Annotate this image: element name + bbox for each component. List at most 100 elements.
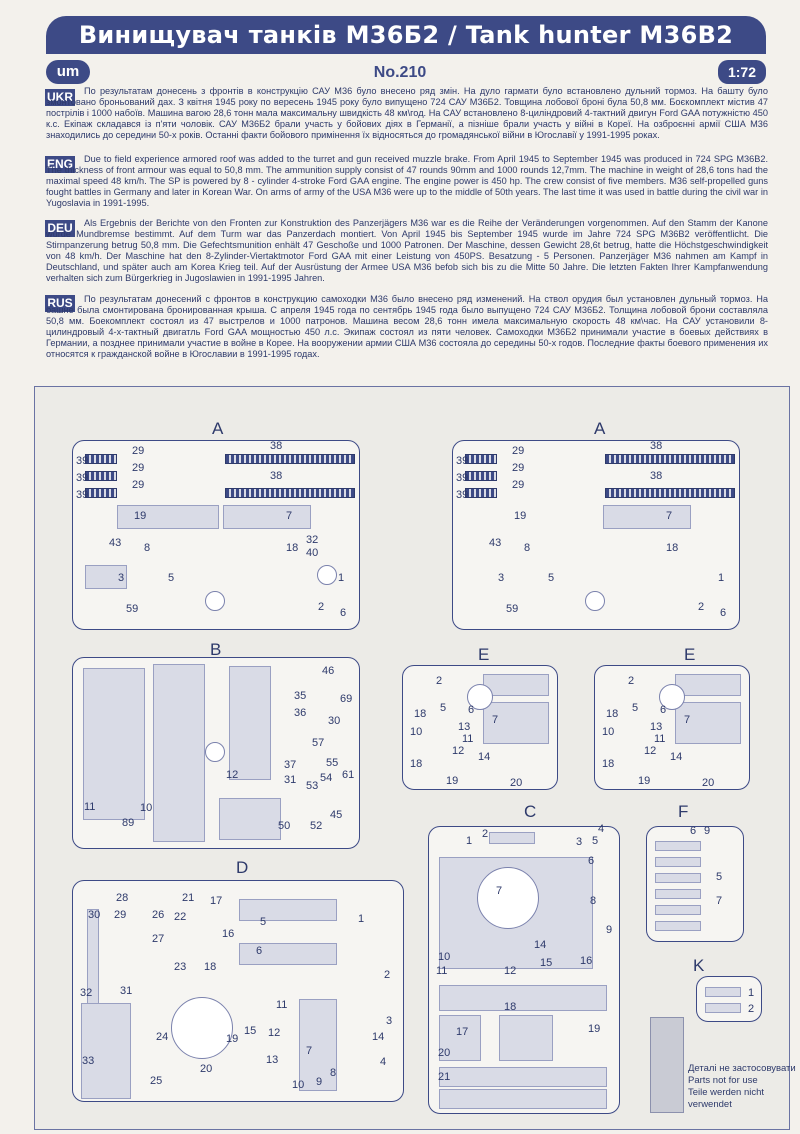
part-num: 19 — [638, 775, 651, 787]
part-num: 10 — [410, 726, 423, 738]
part-num: 18 — [504, 1001, 517, 1013]
part-num: 19 — [226, 1033, 239, 1045]
part-num: 6 — [340, 607, 347, 619]
part-num: 35 — [294, 690, 307, 702]
part-num: 54 — [320, 772, 333, 784]
lang-tag-deu: DEU — [45, 220, 75, 237]
sprue-label-f: F — [678, 802, 689, 821]
part-num: 8 — [144, 542, 151, 554]
part-num: 5 — [168, 572, 175, 584]
sprue-label-d: D — [236, 858, 249, 877]
part-num: 7 — [716, 895, 723, 907]
sprue-label-a1: A — [212, 419, 224, 438]
part-num: 12 — [452, 745, 465, 757]
part-num: 89 — [122, 817, 135, 829]
part-num: 20 — [200, 1063, 213, 1075]
part-num: 5 — [716, 871, 723, 883]
part-num: 57 — [312, 737, 325, 749]
part-num: 19 — [446, 775, 459, 787]
part-num: 2 — [436, 675, 443, 687]
sprue-label-b: B — [210, 640, 222, 659]
part-num: 59 — [126, 603, 139, 615]
part-num: 13 — [266, 1054, 279, 1066]
part-num: 39 — [76, 489, 89, 501]
part-num: 17 — [456, 1026, 469, 1038]
part-num: 11 — [462, 733, 474, 745]
part-num: 2 — [698, 601, 705, 613]
part-num: 18 — [410, 758, 423, 770]
part-num: 29 — [512, 462, 525, 474]
lang-tag-rus: RUS — [45, 295, 75, 312]
lang-tag-ukr: UKR — [45, 89, 75, 106]
part-num: 39 — [456, 455, 469, 467]
part-num: 15 — [244, 1025, 257, 1037]
part-num: 11 — [276, 999, 288, 1011]
part-num: 3 — [386, 1015, 393, 1027]
legend-swatch — [650, 1017, 684, 1113]
text-rus: По результатам донесений с фронтов в кон… — [46, 294, 768, 359]
part-num: 5 — [440, 702, 447, 714]
part-num: 43 — [489, 537, 502, 549]
part-num: 30 — [88, 909, 101, 921]
sprue-e-left — [402, 665, 558, 790]
part-num: 14 — [478, 751, 491, 763]
part-num: 7 — [286, 510, 293, 522]
part-num: 9 — [606, 924, 613, 936]
part-num: 1 — [338, 572, 345, 584]
part-num: 16 — [580, 955, 593, 967]
part-num: 25 — [150, 1075, 163, 1087]
part-num: 8 — [524, 542, 531, 554]
legend-ukr: Деталі не застосовувати — [688, 1063, 796, 1074]
part-num: 9 — [316, 1076, 323, 1088]
part-num: 19 — [134, 510, 147, 522]
part-num: 10 — [292, 1079, 305, 1091]
part-num: 11 — [84, 801, 96, 813]
part-num: 53 — [306, 780, 319, 792]
lang-tag-eng: ENG — [45, 156, 75, 173]
sprue-a-left — [72, 440, 360, 630]
part-num: 12 — [504, 965, 517, 977]
part-num: 18 — [286, 542, 299, 554]
part-num: 6 — [690, 825, 697, 837]
part-num: 27 — [152, 933, 165, 945]
part-num: 7 — [496, 885, 503, 897]
part-num: 39 — [76, 472, 89, 484]
sprue-b — [72, 657, 360, 849]
part-num: 6 — [660, 704, 667, 716]
part-num: 40 — [306, 547, 319, 559]
part-num: 9 — [704, 825, 711, 837]
part-num: 5 — [632, 702, 639, 714]
legend-text: Деталі не застосовувати Parts not for us… — [688, 1063, 800, 1111]
part-num: 32 — [80, 987, 93, 999]
part-num: 19 — [514, 510, 527, 522]
text-deu: Als Ergebnis der Berichte von den Fronte… — [46, 218, 768, 283]
text-eng: Due to field experience armored roof was… — [46, 154, 768, 208]
part-num: 1 — [358, 913, 365, 925]
part-num: 38 — [270, 440, 283, 452]
part-num: 20 — [702, 777, 715, 789]
part-num: 2 — [748, 1003, 755, 1015]
part-num: 22 — [174, 911, 187, 923]
kit-number: No.210 — [373, 64, 427, 81]
part-num: 69 — [340, 693, 353, 705]
part-num: 4 — [380, 1056, 387, 1068]
part-num: 21 — [182, 892, 195, 904]
part-num: 7 — [666, 510, 673, 522]
part-num: 39 — [456, 489, 469, 501]
part-num: 29 — [132, 445, 145, 457]
sprue-label-a2: A — [594, 419, 606, 438]
part-num: 11 — [436, 965, 448, 977]
part-num: 12 — [644, 745, 657, 757]
part-num: 1 — [748, 987, 755, 999]
brand-logo: um — [46, 60, 90, 84]
part-num: 11 — [654, 733, 666, 745]
part-num: 2 — [318, 601, 325, 613]
sprue-k — [696, 976, 762, 1022]
text-ukr: По результатам донесень з фронтів в конс… — [46, 86, 768, 140]
part-num: 29 — [132, 479, 145, 491]
legend-deu: Teile werden nicht verwendet — [688, 1087, 765, 1110]
part-num: 29 — [512, 445, 525, 457]
part-num: 15 — [540, 957, 553, 969]
part-num: 17 — [210, 895, 223, 907]
part-num: 12 — [268, 1027, 281, 1039]
